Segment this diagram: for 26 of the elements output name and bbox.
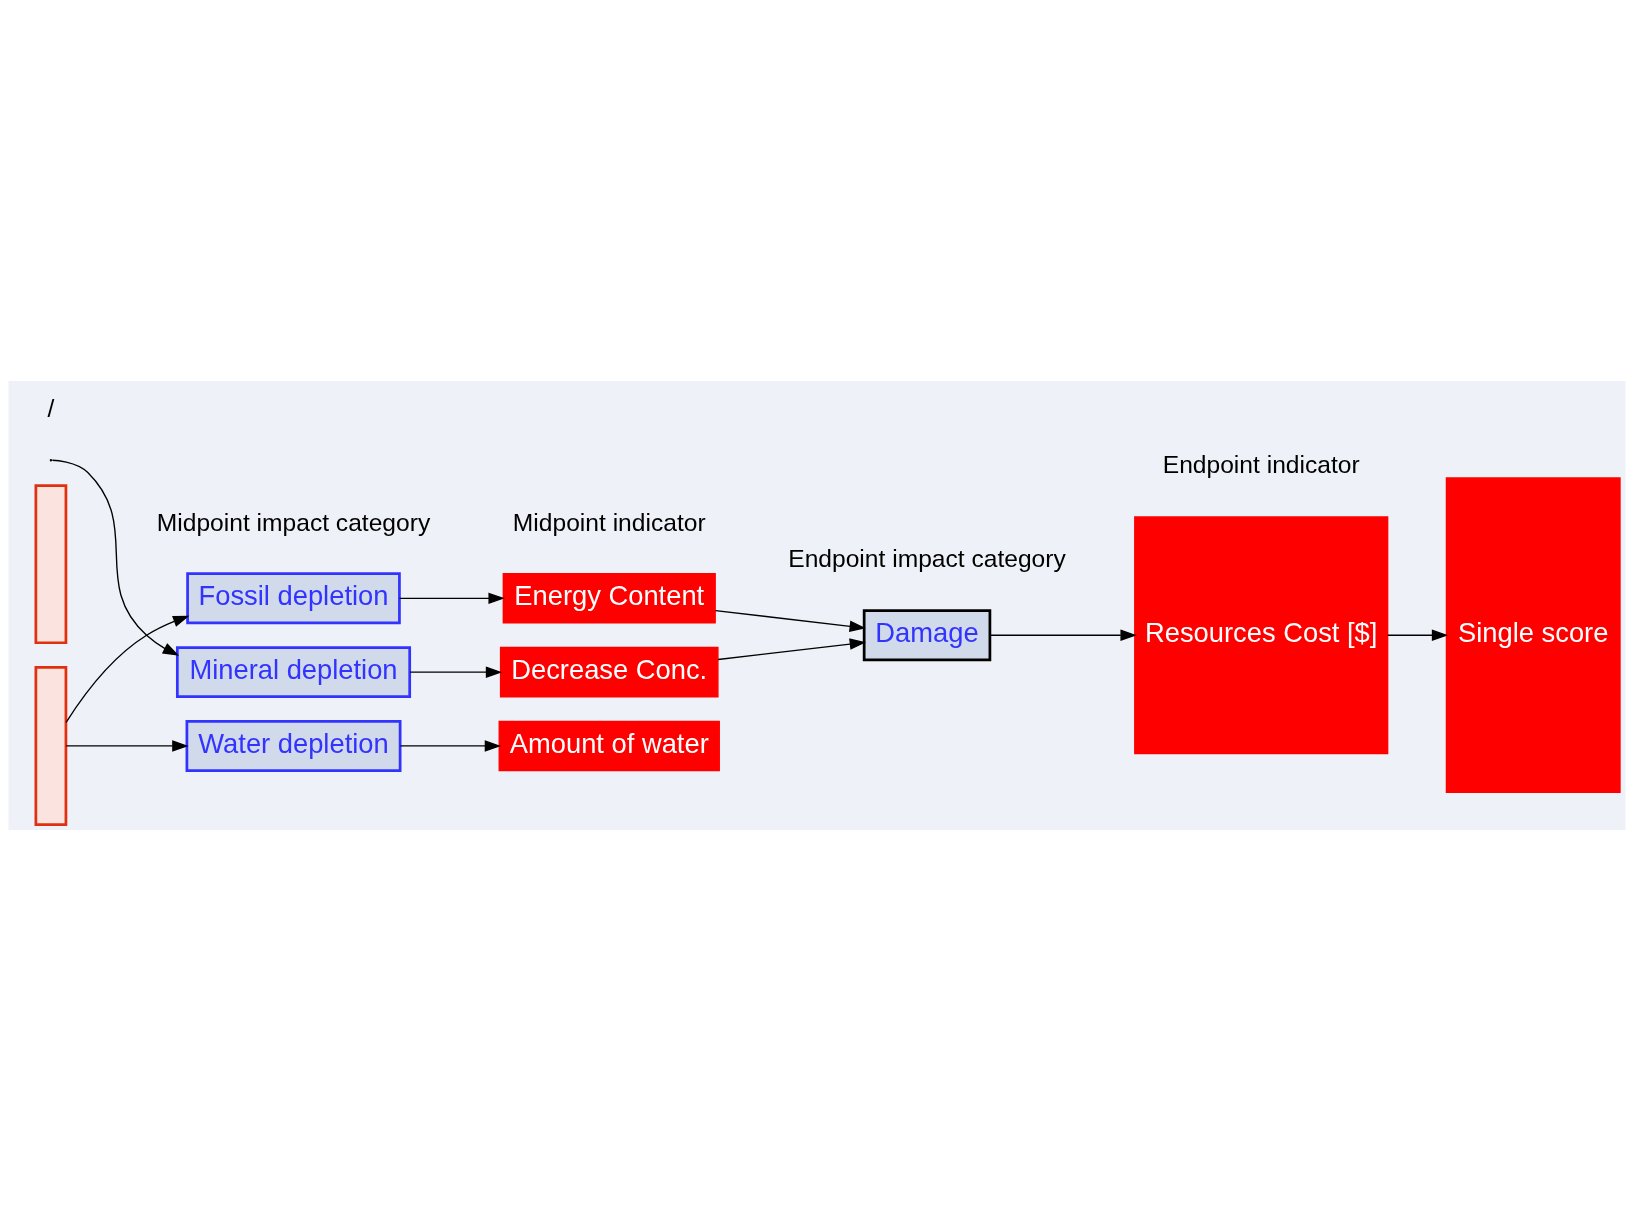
arrow: [717, 638, 867, 661]
arrow: [714, 609, 866, 633]
arrow: [65, 615, 190, 723]
node-box: Mineral depletion: [175, 646, 412, 699]
node-box: Water depletion: [185, 719, 402, 772]
arrow: [399, 740, 502, 752]
node-box: Damage: [862, 609, 992, 662]
arrow: [65, 740, 189, 752]
node-box: Resources Cost [$]: [1134, 516, 1389, 755]
label: Midpoint impact category: [156, 508, 431, 536]
node-box: Amount of water: [498, 720, 720, 772]
label: /: [47, 395, 55, 423]
node-box: [34, 666, 68, 826]
arrow: [409, 666, 503, 678]
arrow: [989, 629, 1137, 641]
node-box: Decrease Conc.: [499, 646, 719, 698]
node-box: Fossil depletion: [186, 572, 401, 625]
label: Endpoint indicator: [1162, 451, 1360, 479]
label: Endpoint impact category: [788, 545, 1066, 573]
arrow: [398, 592, 505, 605]
node-box: Energy Content: [502, 573, 716, 624]
node-box: Single score: [1445, 477, 1621, 794]
label: Midpoint indicator: [512, 508, 706, 536]
arrow: [51, 459, 180, 656]
node-box: [34, 484, 68, 645]
arrow: [1387, 629, 1449, 641]
